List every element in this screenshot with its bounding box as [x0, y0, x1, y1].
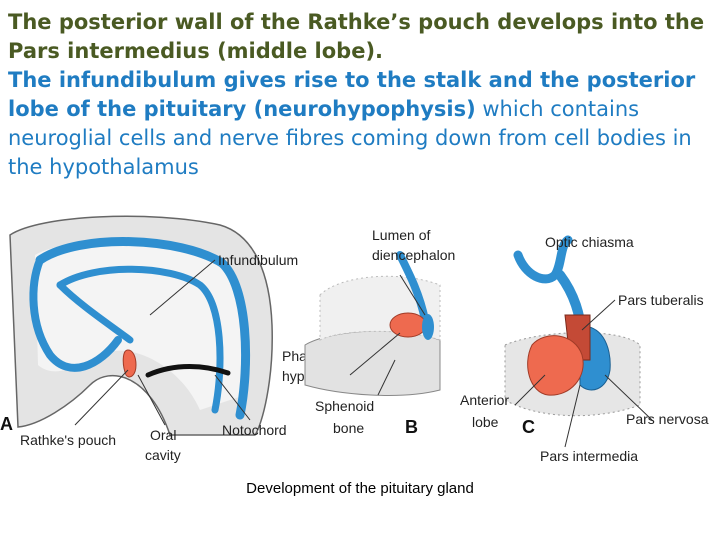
panel-a-rathkes-pouch — [122, 349, 137, 378]
panel-c-letter: C — [522, 417, 535, 437]
label-diencephalon: diencephalon — [372, 247, 455, 263]
panel-a-neural-tube — [35, 237, 251, 420]
panel-b-neurohypophysis — [422, 314, 434, 340]
paragraph-infundibulum-bold: The infundibulum gives rise to the stalk… — [8, 68, 696, 121]
panel-b-pouch — [389, 312, 427, 338]
panel-a-infundibulum — [56, 281, 134, 344]
text-block: The posterior wall of the Rathke’s pouch… — [8, 8, 714, 182]
leader-sphenoid — [377, 359, 396, 396]
label-pars-nervosa: Pars nervosa — [626, 411, 709, 427]
label-infundibulum: Infundibulum — [218, 252, 298, 268]
paragraph-infundibulum: The infundibulum gives rise to the stalk… — [8, 66, 714, 182]
label-oral: Oral — [150, 427, 176, 443]
label-rathkes-pouch: Rathke's pouch — [20, 432, 116, 448]
label-cavity: cavity — [145, 447, 181, 463]
label-pars-intermedia: Pars intermedia — [540, 448, 638, 464]
figure-caption: Development of the pituitary gland — [246, 480, 474, 497]
leader-infundibulum — [149, 259, 216, 316]
leader-pars-intermedia — [564, 384, 581, 448]
panel-a-letter: A — [0, 414, 13, 434]
pituitary-development-figure: Infundibulum A Rathke's pouch Oral cavit… — [0, 215, 720, 475]
leader-pars-nervosa — [604, 374, 653, 421]
paragraph-infundibulum-normal: which contains neuroglial cells and nerv… — [8, 97, 692, 179]
label-pars-tuberalis: Pars tuberalis — [618, 292, 704, 308]
panel-a-forebrain — [29, 256, 122, 372]
label-lumen-of: Lumen of — [372, 227, 430, 243]
panel-b-letter: B — [405, 417, 418, 437]
label-notochord: Notochord — [222, 422, 287, 438]
label-lobe: lobe — [472, 414, 499, 430]
panel-c-anterior-lobe — [527, 335, 584, 396]
leader-pars-tuberalis — [581, 299, 616, 331]
label-anterior: Anterior — [460, 392, 509, 408]
leader-anterior-lobe — [514, 374, 546, 406]
leader-rathkes-pouch — [74, 369, 129, 426]
panel-a: Infundibulum A Rathke's pouch Oral cavit… — [0, 215, 353, 463]
leader-oral-cavity — [137, 374, 166, 426]
label-sphenoid: Sphenoid — [315, 398, 374, 414]
label-bone: bone — [333, 420, 364, 436]
leader-lumen — [399, 274, 426, 316]
pituitary-diagram: Infundibulum A Rathke's pouch Oral cavit… — [0, 215, 709, 464]
panel-b-sphenoid-bone — [304, 330, 441, 396]
paragraph-pars-intermedius: The posterior wall of the Rathke’s pouch… — [8, 10, 705, 63]
leader-notochord — [214, 374, 251, 421]
panel-c: Optic chiasma Pars tuberalis Anterior lo… — [460, 234, 709, 464]
panel-b: Lumen of diencephalon Sphenoid bone B — [304, 227, 455, 437]
leader-pharyngeal — [349, 332, 401, 376]
panel-a-neural-tube-inner — [56, 265, 224, 414]
label-optic-chiasma: Optic chiasma — [545, 234, 634, 250]
panel-a-notochord — [145, 364, 231, 378]
